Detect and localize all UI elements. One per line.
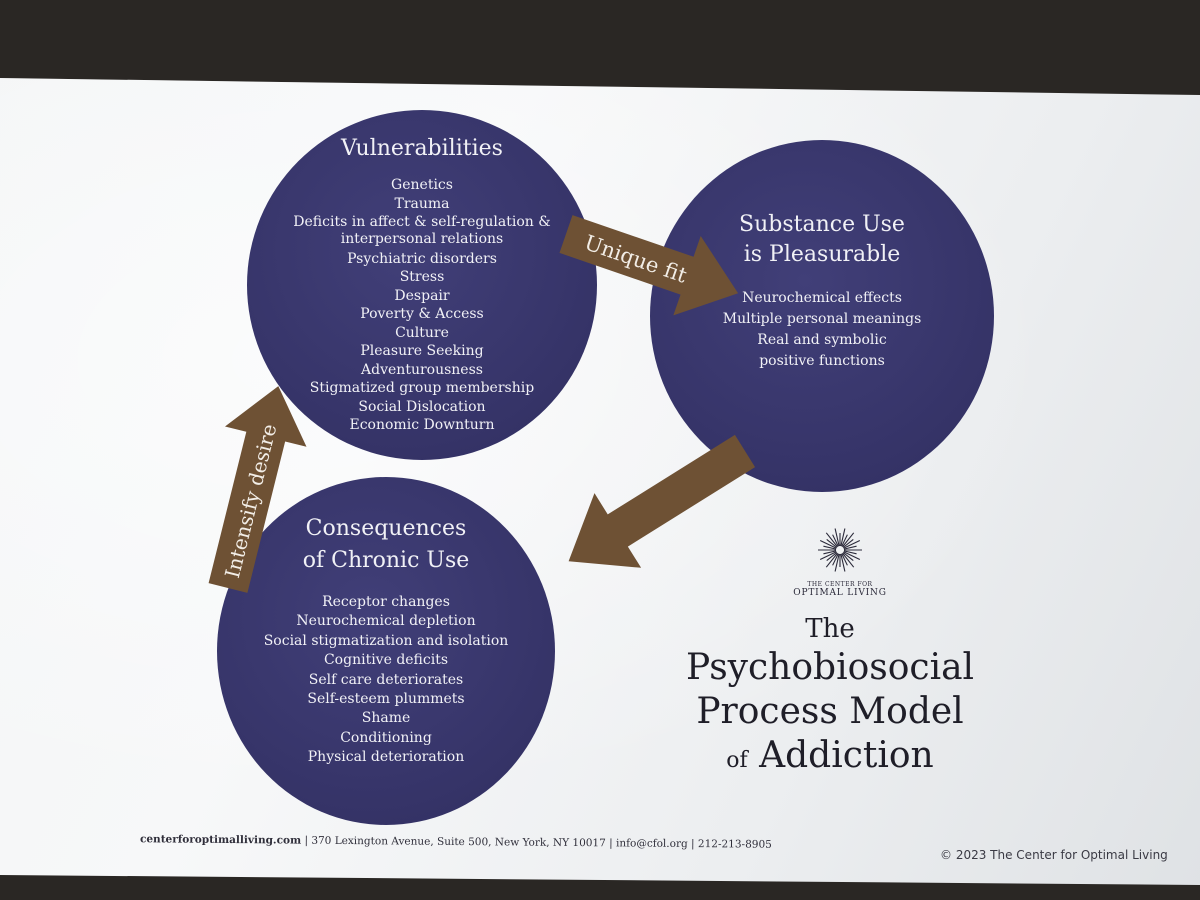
vulnerability-item: Pleasure Seeking (360, 343, 484, 359)
sunburst-ray (825, 552, 838, 568)
sunburst-ray (843, 550, 857, 555)
vulnerability-item: Social Dislocation (358, 398, 486, 415)
substance-use-item: Multiple personal meanings (722, 311, 922, 327)
model-title-psychobiosocial: Psychobiosocial (685, 647, 975, 688)
vulnerability-item: Stress (399, 269, 445, 285)
footer-separator: | (605, 837, 617, 850)
brand-line1: THE CENTER FOR (807, 581, 873, 588)
sunburst-ray (841, 534, 848, 547)
sunburst-ray (834, 528, 840, 547)
sunburst-ray (819, 539, 837, 549)
vulnerability-item: Culture (395, 324, 449, 341)
substance-use-circle: Substance Use is Pleasurable Neurochemic… (650, 140, 994, 492)
substance-use-list: Neurochemical effects Multiple personal … (650, 288, 994, 372)
sunburst-ray (842, 552, 854, 562)
model-title: The Psychobiosocial Process Model of Add… (660, 612, 1000, 783)
vulnerability-item: Stigmatized group membership (309, 380, 535, 396)
sunburst-ray (842, 538, 854, 548)
consequences-circle: Consequences of Chronic Use Receptor cha… (217, 477, 555, 825)
vulnerabilities-list: Genetics Trauma Deficits in affect & sel… (247, 176, 597, 435)
vulnerability-item: Adventurousness (361, 361, 483, 378)
consequence-item: Shame (361, 710, 411, 727)
model-title-the: The (805, 614, 855, 644)
vulnerability-item: Economic Downturn (349, 417, 495, 433)
sunburst-ray (834, 553, 840, 572)
footer-url: centerforoptimalliving.com (139, 833, 302, 847)
consequence-item: Social stigmatization and isolation (263, 632, 509, 649)
footer-separator: | (687, 838, 698, 851)
footer-address: 370 Lexington Avenue, Suite 500, New Yor… (311, 834, 606, 850)
consequences-title-line1: Consequences (305, 516, 467, 541)
consequence-item: Conditioning (340, 729, 432, 746)
sunburst-ray (825, 532, 838, 548)
sunburst-ray (819, 551, 837, 561)
brand-line2: OPTIMAL LIVING (793, 588, 887, 598)
model-title-process-model: Process Model (696, 691, 964, 732)
sunburst-ray (842, 552, 855, 568)
consequence-item: Self-esteem plummets (307, 691, 465, 708)
sunburst-ray (842, 532, 855, 548)
substance-use-item: Real and symbolic positive functions (757, 332, 887, 369)
model-title-of-addiction: of Addiction (660, 734, 1000, 783)
sunburst-ray (832, 553, 839, 566)
sunburst-ray (826, 538, 838, 548)
vulnerability-item: interpersonal relations (340, 230, 504, 247)
vulnerability-item: Despair (394, 287, 450, 304)
sunburst-ray (826, 552, 838, 562)
substance-use-item: Neurochemical effects (742, 290, 902, 306)
consequence-item: Self care deteriorates (308, 671, 464, 688)
footer-email: info@cfol.org (615, 837, 688, 851)
brand-logo: THE CENTER FOR OPTIMAL LIVING (780, 525, 900, 598)
vulnerability-item: Psychiatric disorders (347, 250, 497, 267)
consequence-item: Neurochemical depletion (296, 613, 476, 630)
vulnerabilities-circle: Vulnerabilities Genetics Trauma Deficits… (247, 110, 597, 460)
footer-separator: | (301, 834, 312, 847)
sunburst-ray (832, 534, 839, 547)
model-title-of: of (726, 748, 748, 773)
sunburst-ray (823, 545, 837, 550)
sunburst-ray (843, 539, 861, 549)
sunburst-ray (843, 545, 857, 550)
footer-phone: 212-213-8905 (697, 838, 772, 851)
sunburst-ray (840, 528, 846, 547)
substance-use-title-line1: Substance Use (739, 212, 905, 237)
model-title-addiction: Addiction (759, 735, 934, 776)
substance-use-title-line2: is Pleasurable (743, 242, 901, 267)
sunburst-ray (840, 553, 846, 572)
vulnerability-item: Trauma (394, 195, 450, 212)
vulnerability-item: Deficits in affect & self-regulation & (293, 214, 551, 230)
sunburst-ray (823, 550, 837, 555)
vulnerabilities-title: Vulnerabilities (341, 136, 503, 161)
consequence-item: Physical deterioration (307, 749, 465, 766)
consequences-list: Receptor changes Neurochemical depletion… (217, 593, 555, 768)
vulnerability-item: Poverty & Access (360, 306, 484, 322)
consequence-item: Cognitive deficits (323, 652, 449, 669)
copyright-notice: © 2023 The Center for Optimal Living (940, 848, 1168, 862)
sunburst-ray (843, 551, 861, 561)
consequence-item: Receptor changes (322, 594, 450, 610)
sunburst-logo-icon (818, 528, 862, 572)
vulnerability-item: Genetics (391, 177, 453, 193)
consequences-title-line2: of Chronic Use (302, 548, 470, 573)
sunburst-ray (841, 553, 848, 566)
